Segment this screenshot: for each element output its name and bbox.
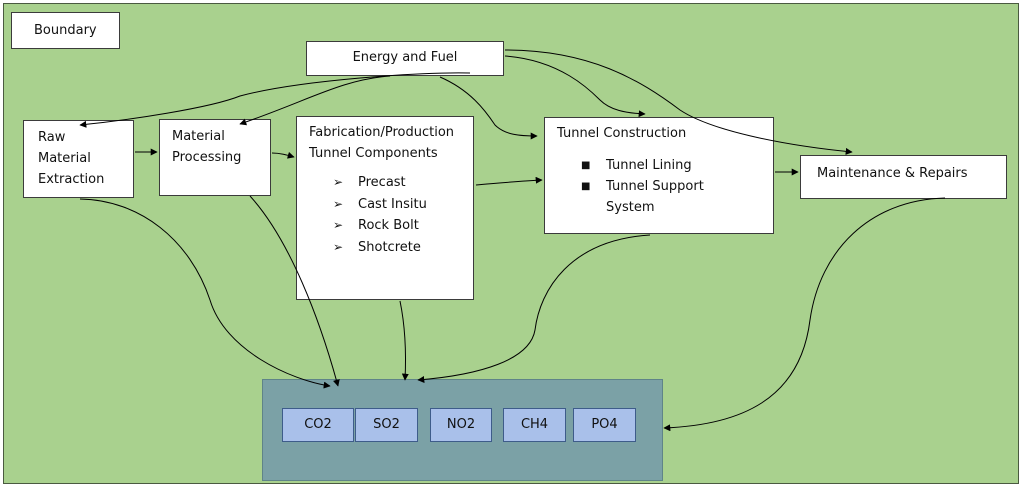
energy-to-tunnel-top-arrow <box>504 55 646 118</box>
fabrication-list: ➢ Precast ➢ Cast Insitu ➢ Rock Bolt ➢ Shotcr… <box>309 172 473 258</box>
energy-label: Energy and Fuel <box>352 50 458 65</box>
tunnel-construction-item-label: Tunnel Lining <box>606 158 692 173</box>
tunnel-construction-item: ■ Tunnel Support <box>581 176 773 197</box>
arrow-bullet-icon: ➢ <box>333 196 344 211</box>
raw-line: Extraction <box>38 172 105 187</box>
material-processing-line: Processing <box>172 150 242 165</box>
emission-chip-co2: CO2 <box>282 408 354 442</box>
emission-label: SO2 <box>373 417 400 432</box>
emission-chip-ch4: CH4 <box>503 408 566 442</box>
fabrication-item: ➢ Rock Bolt <box>333 215 473 237</box>
tunnel-construction-item: ■ Tunnel Lining <box>581 155 773 176</box>
energy-and-fuel-box: Energy and Fuel <box>306 41 504 76</box>
fabrication-item-label: Precast <box>358 175 406 190</box>
fabrication-title-line: Tunnel Components <box>309 146 438 161</box>
energy-to-material-processing-arrow <box>239 75 391 126</box>
maintenance-and-repairs-box: Maintenance & Repairs <box>800 155 1007 199</box>
fabrication-item: ➢ Shotcrete <box>333 237 473 259</box>
fabrication-item-label: Shotcrete <box>358 239 421 255</box>
fabrication-item-label: Rock Bolt <box>358 218 419 233</box>
tunnel-construction-item-label: System <box>606 200 655 215</box>
emission-label: PO4 <box>591 417 618 432</box>
fabrication-item: ➢ Precast <box>333 172 473 194</box>
material-processing-to-emissions-arrow <box>249 195 340 387</box>
energy-to-maintenance-arrow <box>504 49 853 155</box>
arrow-bullet-icon: ➢ <box>333 218 344 232</box>
fabrication-box: Fabrication/Production Tunnel Components… <box>296 116 474 300</box>
square-bullet-icon: ■ <box>581 160 591 171</box>
tunnel-construction-title: Tunnel Construction <box>557 126 687 141</box>
raw-material-extraction-box: Raw Material Extraction <box>23 120 134 198</box>
boundary-label-box: Boundary <box>11 12 120 49</box>
material-processing-line: Material <box>172 129 225 144</box>
material-processing-to-fabrication-arrow <box>271 151 295 159</box>
emission-chip-so2: SO2 <box>355 408 418 442</box>
emission-chip-no2: NO2 <box>430 408 492 442</box>
boundary-label: Boundary <box>34 23 97 38</box>
fabrication-to-tunnel-construction-arrow <box>475 176 543 186</box>
emission-label: CH4 <box>520 417 549 432</box>
arrow-bullet-icon: ➢ <box>333 239 344 254</box>
tunnel-construction-to-emissions-arrow <box>417 234 651 383</box>
material-processing-box: Material Processing <box>159 119 271 196</box>
tunnel-construction-list: ■ Tunnel Lining ■ Tunnel Support System <box>557 155 773 218</box>
emission-label: CO2 <box>304 417 332 432</box>
emission-chip-po4: PO4 <box>573 408 636 442</box>
energy-to-tunnel-construction-arrow <box>439 76 538 140</box>
maintenance-label: Maintenance & Repairs <box>817 166 968 181</box>
arrow-bullet-icon: ➢ <box>333 175 344 189</box>
raw-line: Raw <box>38 130 66 145</box>
fabrication-to-emissions-arrow <box>399 300 409 381</box>
maintenance-to-emissions-arrow <box>663 197 946 432</box>
fabrication-title-line: Fabrication/Production <box>309 125 455 140</box>
fabrication-item: ➢ Cast Insitu <box>333 194 473 216</box>
emission-label: NO2 <box>446 417 476 432</box>
emissions-box: CO2 SO2 NO2 CH4 PO4 <box>262 379 663 481</box>
tunnel-construction-item-label: Tunnel Support <box>606 179 704 194</box>
raw-to-emissions-arrow <box>79 198 331 389</box>
raw-line: Material <box>38 151 91 166</box>
tunnel-construction-box: Tunnel Construction ■ Tunnel Lining ■ Tunn… <box>544 117 774 234</box>
square-bullet-icon: ■ <box>581 181 591 192</box>
tunnel-construction-item-continued: System <box>581 197 773 218</box>
fabrication-item-label: Cast Insitu <box>358 196 427 212</box>
energy-to-raw-arrow <box>79 72 471 128</box>
